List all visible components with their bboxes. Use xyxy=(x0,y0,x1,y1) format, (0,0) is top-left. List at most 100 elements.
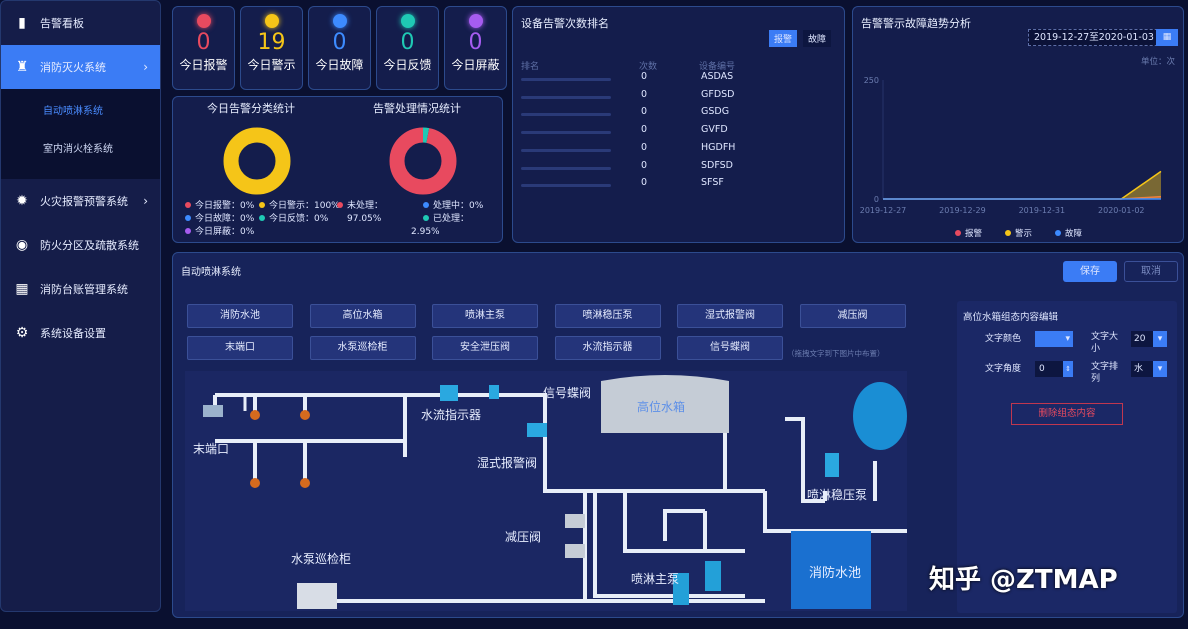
legend-item: 今日报警：0% xyxy=(185,200,275,213)
sidebar-item-evacuation[interactable]: ◉防火分区及疏散系统 xyxy=(1,223,160,267)
text-color-select[interactable]: ▾ xyxy=(1035,331,1073,347)
component-button[interactable]: 消防水池 xyxy=(187,304,293,328)
fire-hydrant-icon: ♜ xyxy=(15,59,29,75)
stat-icon xyxy=(400,14,415,28)
save-button[interactable]: 保存 xyxy=(1063,261,1117,282)
legend-label: 报警 xyxy=(965,228,983,239)
alarm-stats-panel: 今日告警分类统计 告警处理情况统计 今日报警：0% 今日故障：0% 今日屏蔽：0… xyxy=(172,96,503,243)
x-tick-label: 2019-12-29 xyxy=(939,206,986,215)
sprinkler-heads xyxy=(250,410,310,488)
delete-config-button[interactable]: 删除组态内容 xyxy=(1011,403,1123,425)
grid-icon: ▦ xyxy=(15,281,29,297)
legend-item: 未处理： xyxy=(337,200,407,213)
hint-text: （拖拽文字到下图片中布置） xyxy=(787,349,885,358)
component-button[interactable]: 湿式报警阀 xyxy=(677,304,783,328)
tab-fault[interactable]: 故障 xyxy=(803,30,832,47)
sidebar-item-fire-extinguishing[interactable]: ♜消防灭火系统› xyxy=(1,45,160,89)
water-tank-icon xyxy=(601,375,729,433)
date-range-input[interactable]: 2019-12-27至2020-01-03 xyxy=(1028,29,1178,46)
cancel-button[interactable]: 取消 xyxy=(1124,261,1178,282)
stat-icon xyxy=(468,14,483,28)
component-button[interactable]: 水泵巡检柜 xyxy=(309,336,416,360)
x-tick-label: 2019-12-31 xyxy=(1019,206,1066,215)
rank-bar xyxy=(521,95,611,99)
sidebar-item-fire-alarm[interactable]: ✹火灾报警预警系统› xyxy=(1,179,160,223)
svg-text:水流指示器: 水流指示器 xyxy=(421,407,481,422)
sidebar-subitem-hydrant[interactable]: 室内消火栓系统 xyxy=(43,144,113,155)
series-area-警示 xyxy=(883,171,1161,199)
component-button[interactable]: 水流指示器 xyxy=(554,336,661,360)
legend-item: 今日警示：100% xyxy=(259,200,349,213)
svg-text:喷淋主泵: 喷淋主泵 xyxy=(631,572,679,586)
sidebar-subitem-sprinkler[interactable]: 自动喷淋系统 xyxy=(43,106,103,117)
component-button[interactable]: 信号蝶阀 xyxy=(677,336,783,360)
component-button[interactable]: 高位水箱 xyxy=(309,304,416,328)
fire-pool-icon xyxy=(791,531,871,609)
pressure-tank-icon xyxy=(853,382,907,450)
svg-text:末端口: 末端口 xyxy=(193,442,229,456)
component-button[interactable]: 末端口 xyxy=(187,336,293,360)
svg-text:消防水池: 消防水池 xyxy=(809,565,861,581)
y-tick-label: 0 xyxy=(874,195,879,204)
text-angle-stepper[interactable]: 0⇕ xyxy=(1035,361,1073,377)
handling-donut xyxy=(389,127,457,195)
legend-item: 今日故障：0% xyxy=(185,213,275,226)
sidebar-item-alarm-board[interactable]: ▮告警看板 xyxy=(1,1,160,45)
x-tick-label: 2019-12-27 xyxy=(860,206,907,215)
donut-slice xyxy=(389,127,457,195)
calendar-icon[interactable]: ▦ xyxy=(1156,29,1178,46)
category-title: 今日告警分类统计 xyxy=(207,102,295,115)
tab-alarm[interactable]: 报警 xyxy=(769,30,798,47)
trend-panel: 告警警示故障趋势分析 2019-12-27至2020-01-03 ▦ 单位：次 … xyxy=(852,6,1184,243)
sidebar-item-settings[interactable]: ⚙系统设备设置 xyxy=(1,311,160,355)
flow-indicator-icon xyxy=(440,385,458,401)
compass-icon: ◉ xyxy=(15,237,29,253)
component-button[interactable]: 安全泄压阀 xyxy=(432,336,538,360)
alarm-light-icon: ✹ xyxy=(16,193,28,209)
svg-text:水泵巡检柜: 水泵巡检柜 xyxy=(291,551,351,566)
watermark: 知乎 @ZTMAP xyxy=(929,565,1118,595)
end-valve-icon xyxy=(203,405,223,417)
stat-icon xyxy=(196,14,211,28)
stat-icon xyxy=(264,14,279,28)
legend-dot xyxy=(955,230,961,236)
sidebar-item-ledger[interactable]: ▦消防台账管理系统 xyxy=(1,267,160,311)
text-size-select[interactable]: 20▾ xyxy=(1131,331,1167,347)
sprinkler-diagram: 末端口 水流指示器 信号蝶阀 高位水箱 湿式报警阀 喷淋稳压泵 减压阀 水泵巡检… xyxy=(185,371,907,611)
legend-label: 警示 xyxy=(1015,228,1032,239)
x-tick-label: 2020-01-02 xyxy=(1098,206,1145,215)
component-button[interactable]: 减压阀 xyxy=(799,304,906,328)
rank-bar xyxy=(521,166,611,170)
legend-dot xyxy=(1055,230,1061,236)
text-orientation-select[interactable]: 水▾ xyxy=(1131,361,1167,377)
legend-item: 今日反馈：0% xyxy=(259,213,349,226)
component-button[interactable]: 喷淋主泵 xyxy=(432,304,538,328)
alarm-valve-icon xyxy=(527,423,547,437)
svg-text:高位水箱: 高位水箱 xyxy=(637,399,685,414)
unit-label: 单位：次 xyxy=(1140,57,1175,67)
trend-title: 告警警示故障趋势分析 xyxy=(861,17,971,30)
stat-icon xyxy=(332,14,347,28)
legend-item: 处理中：0% xyxy=(423,200,503,213)
donut-slice-warning xyxy=(223,127,291,195)
legend-item: 今日屏蔽：0% xyxy=(185,226,275,239)
rank-bar xyxy=(521,78,611,81)
properties-panel: 高位水箱组态内容编辑 文字颜色 ▾ 文字大小 20▾ 文字角度 0⇕ 文字排列 … xyxy=(957,301,1177,613)
editor-title: 自动喷淋系统 xyxy=(181,267,241,278)
svg-text:信号蝶阀: 信号蝶阀 xyxy=(543,385,591,400)
component-button[interactable]: 喷淋稳压泵 xyxy=(554,304,661,328)
svg-text:湿式报警阀: 湿式报警阀 xyxy=(477,455,537,470)
